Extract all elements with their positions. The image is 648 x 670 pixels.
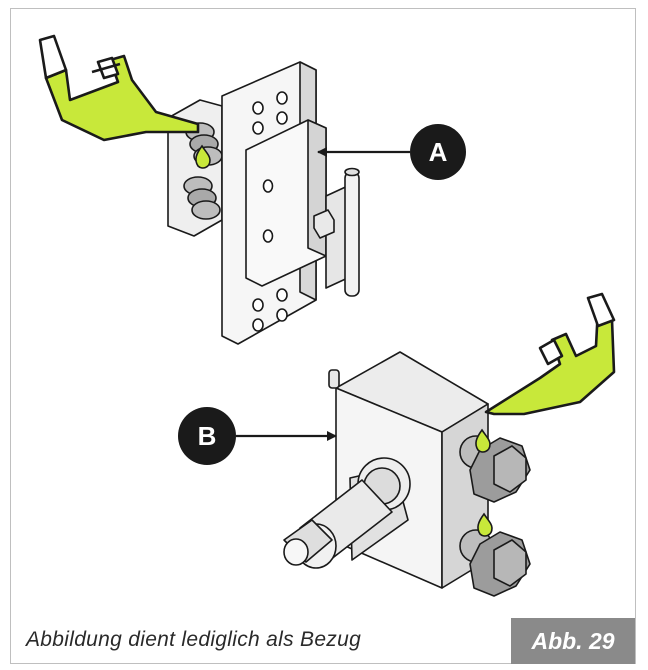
- figure-number: Abb. 29: [531, 627, 615, 654]
- figure-caption: Abbildung dient lediglich als Bezug: [26, 628, 362, 651]
- lock-part: [283, 351, 531, 597]
- oil-drop-icon: [195, 144, 493, 537]
- callout-b-label: B: [198, 421, 217, 451]
- oil-can-icon: [38, 34, 200, 142]
- bolt-lower: [459, 529, 531, 597]
- callout-a-label: A: [429, 137, 448, 167]
- callout-a: A: [317, 124, 466, 180]
- oil-can-icon: [484, 292, 616, 416]
- spring-lower: [183, 176, 221, 220]
- callout-b: B: [178, 407, 337, 465]
- bolt-upper: [459, 435, 531, 503]
- hinge-part: [167, 61, 360, 345]
- figure-number-badge: Abb. 29: [511, 618, 635, 664]
